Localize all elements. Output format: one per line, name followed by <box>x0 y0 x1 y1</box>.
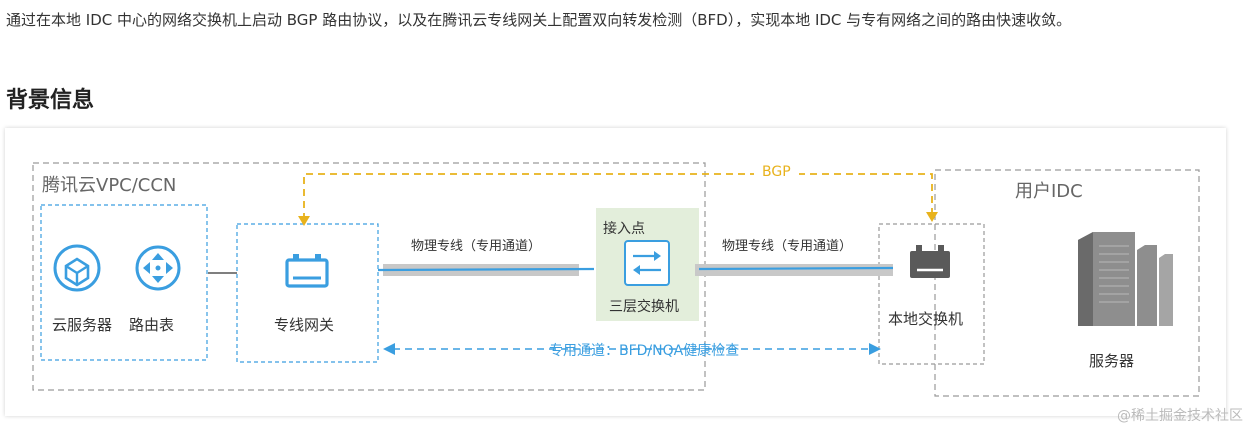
gateway-label: 专线网关 <box>274 316 335 334</box>
idc-group-title: 用户IDC <box>1015 181 1083 202</box>
server-tower-icon <box>1078 232 1173 326</box>
vpc-group-box <box>32 162 706 391</box>
line-right-band <box>695 264 893 276</box>
l3-switch-label: 三层交换机 <box>609 299 679 315</box>
local-switch-label: 本地交换机 <box>888 310 964 328</box>
line-right-label: 物理专线（专用通道） <box>722 239 853 254</box>
section-heading: 背景信息 <box>6 88 95 113</box>
cloud-server-icon <box>53 244 101 292</box>
cloud-server-label: 云服务器 <box>52 316 113 334</box>
vpc-group-title: 腾讯云VPC/CCN <box>42 175 177 196</box>
access-point-label: 接入点 <box>603 221 645 237</box>
intro-paragraph: 通过在本地 IDC 中心的网络交换机上启动 BGP 路由协议，以及在腾讯云专线网… <box>6 11 1072 29</box>
diagram-card: 腾讯云VPC/CCN 用户IDC 云服务器 路由表 专线网关 接入点 三层交换机… <box>5 128 1226 416</box>
server-label: 服务器 <box>1089 352 1135 370</box>
idc-group-box <box>934 169 1200 397</box>
gateway-icon <box>285 254 329 288</box>
bgp-label: BGP <box>754 164 799 180</box>
diagram-lines <box>32 162 1200 397</box>
bgp-arrow-right <box>926 212 938 222</box>
local-switch-icon <box>910 245 950 278</box>
line-right-core <box>698 266 894 271</box>
cloud-resources-box <box>40 204 208 361</box>
bfd-label: 专用通道：BFD/NQA健康检查 <box>549 343 740 359</box>
bgp-arrow-left <box>298 216 310 226</box>
gateway-box <box>236 223 379 363</box>
router-icon <box>135 245 181 291</box>
local-switch-box <box>878 223 985 365</box>
bfd-arrow-right <box>869 343 881 355</box>
bfd-arrow-left <box>383 343 395 355</box>
switch-arrows-icon <box>624 240 670 286</box>
line-left-label: 物理专线（专用通道） <box>411 239 542 254</box>
route-table-label: 路由表 <box>129 316 175 334</box>
line-left-core <box>377 267 595 272</box>
watermark: @稀土掘金技术社区 <box>1117 408 1243 424</box>
bgp-line <box>303 173 933 220</box>
